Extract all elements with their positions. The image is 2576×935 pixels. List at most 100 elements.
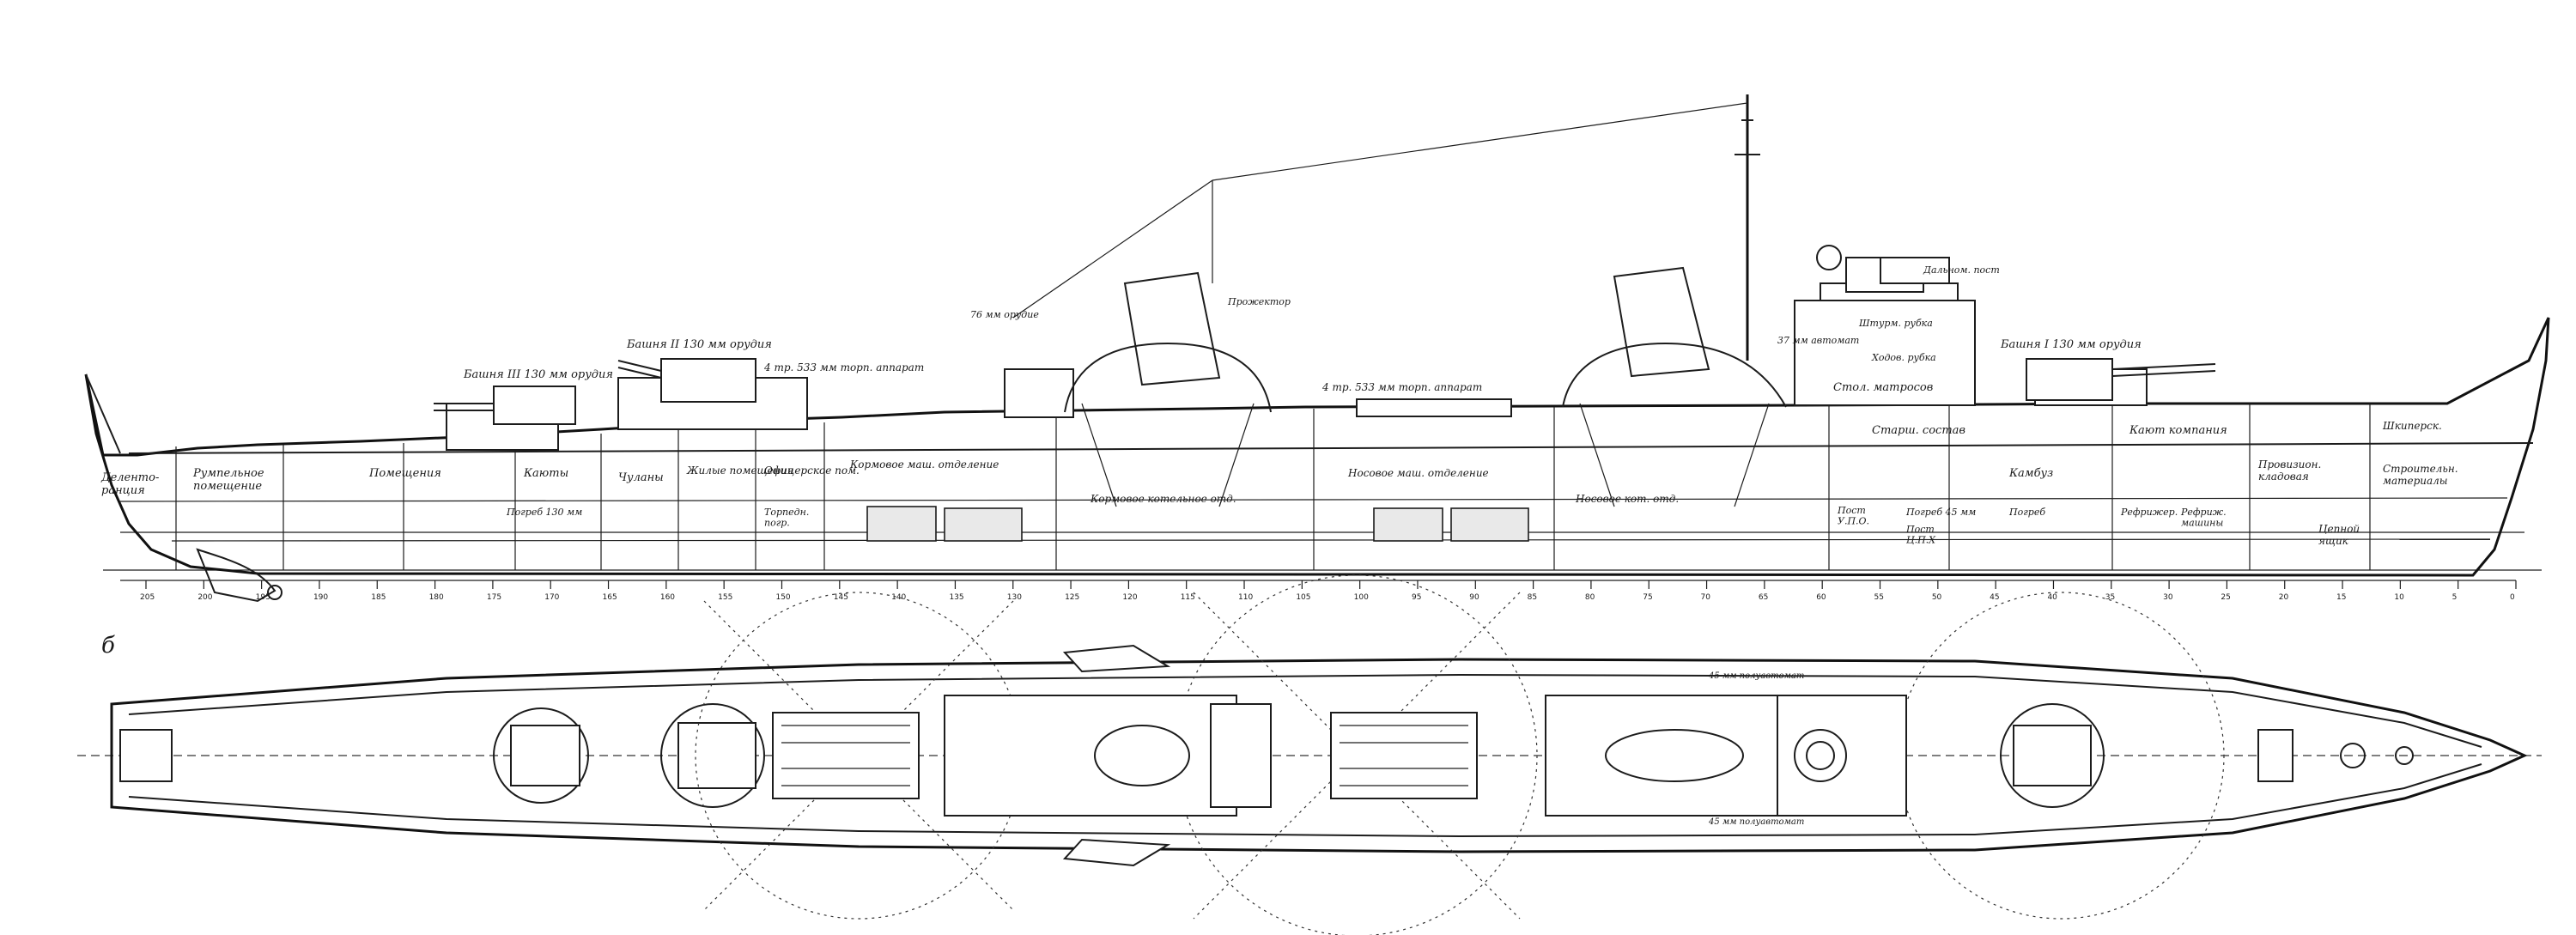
frame-tick-label: 10 xyxy=(2394,593,2404,602)
callout-label: 37 мм автомат xyxy=(1777,335,1859,346)
side-label: Торпедн.погр. xyxy=(764,507,809,529)
callout-label: 4 тр. 533 мм торп. аппарат xyxy=(763,361,924,373)
callout-label: Прожектор xyxy=(1227,296,1291,307)
frame-tick-label: 30 xyxy=(2163,593,2173,602)
callout-label: Штурм. рубка xyxy=(1858,318,1933,329)
frame-tick-label: 145 xyxy=(834,593,848,602)
side-label: Носовое маш. отделение xyxy=(1347,467,1489,479)
frame-tick-label: 195 xyxy=(256,593,270,602)
frame-tick-label: 95 xyxy=(1412,593,1421,602)
frame-tick-label: 150 xyxy=(775,593,790,602)
side-label: Старш. состав xyxy=(1872,424,1965,437)
frame-tick-label: 15 xyxy=(2336,593,2346,602)
callout-label: 4 тр. 533 мм торп. аппарат xyxy=(1321,381,1482,393)
side-label: Носовое кот. отд. xyxy=(1575,493,1679,505)
frame-tick-label: 85 xyxy=(1528,593,1537,602)
frame-tick-label: 35 xyxy=(2105,593,2115,602)
frame-tick-label: 75 xyxy=(1643,593,1652,602)
callout-label: 45 мм полуавтомат xyxy=(1708,817,1804,827)
frame-tick-label: 110 xyxy=(1238,593,1253,602)
callout-label: Дальном. пост xyxy=(1923,264,2000,276)
frame-tick-label: 5 xyxy=(2452,593,2458,602)
frame-tick-label: 0 xyxy=(2510,593,2515,602)
side-label: Строительн.материалы xyxy=(2383,463,2458,487)
frame-tick-label: 55 xyxy=(1874,593,1884,602)
frame-tick-label: 205 xyxy=(140,593,155,602)
side-elevation xyxy=(84,94,2550,603)
side-label: Деленто-ранция xyxy=(100,471,159,497)
frame-tick-label: 60 xyxy=(1816,593,1826,602)
frame-tick-label: 90 xyxy=(1469,593,1479,602)
plan-view: б xyxy=(77,574,2542,935)
antenna-stay xyxy=(1212,102,1748,181)
side-label: Кормовое котельное отд. xyxy=(1090,493,1236,505)
frame-tick-label: 185 xyxy=(371,593,386,602)
side-label: Погреб 130 мм xyxy=(506,507,582,518)
frame-tick-label: 100 xyxy=(1354,593,1369,602)
frame-tick-label: 115 xyxy=(1181,593,1195,602)
frame-tick-label: 200 xyxy=(197,593,212,602)
callout-label: 76 мм орудие xyxy=(970,309,1039,320)
frame-tick-label: 70 xyxy=(1701,593,1711,602)
frame-tick-label: 165 xyxy=(603,593,617,602)
frame-tick-label: 175 xyxy=(487,593,501,602)
callout-label: Башня II 130 мм орудия xyxy=(626,338,772,351)
side-label: Каюты xyxy=(523,467,568,480)
frame-tick-label: 160 xyxy=(660,593,675,602)
callout-label: Башня III 130 мм орудия xyxy=(463,368,613,381)
frame-tick-label: 120 xyxy=(1122,593,1137,602)
view-label: б xyxy=(101,633,115,659)
side-label: Жилые помещения xyxy=(686,464,793,477)
side-label: Погреб xyxy=(2008,507,2045,518)
aft-turret-side xyxy=(434,386,576,425)
deck-outline xyxy=(110,658,2528,853)
frame-tick-label: 135 xyxy=(949,593,963,602)
side-label: Стол. матросов xyxy=(1833,381,1933,394)
side-label: Погреб 45 мм xyxy=(1905,507,1976,518)
side-label: Шкиперск. xyxy=(2382,420,2442,432)
side-label: Камбуз xyxy=(2008,467,2053,480)
frame-tick-label: 40 xyxy=(2047,593,2057,602)
side-view-callouts: Башня II 130 мм орудия Башня III 130 мм … xyxy=(463,264,2142,827)
frame-tick-label: 65 xyxy=(1759,593,1768,602)
side-label: Провизион.кладовая xyxy=(2257,458,2321,483)
callout-label: Башня I 130 мм орудия xyxy=(2000,338,2142,351)
frame-tick-label: 190 xyxy=(313,593,328,602)
side-label: Помещения xyxy=(368,467,441,480)
plan-turrets xyxy=(493,703,2105,808)
frame-tick-label: 45 xyxy=(1990,593,1999,602)
frame-tick-label: 130 xyxy=(1007,593,1022,602)
fore-funnel xyxy=(1613,266,1710,378)
frame-tick-label: 80 xyxy=(1585,593,1595,602)
hull-outline xyxy=(84,317,2550,577)
frame-tick-label: 170 xyxy=(544,593,559,602)
frame-tick-label: 105 xyxy=(1296,593,1310,602)
frame-tick-label: 140 xyxy=(891,593,906,602)
superfiring-turret-side xyxy=(617,358,756,403)
side-label: Рефриж.машины xyxy=(2180,507,2227,529)
frame-tick-label: 155 xyxy=(718,593,732,602)
side-label: Кормовое маш. отделение xyxy=(849,458,999,471)
frame-tick-label: 180 xyxy=(429,593,444,602)
side-label: Кают компания xyxy=(2129,424,2227,437)
aft-funnel xyxy=(1123,271,1221,386)
callout-label: Ходов. рубка xyxy=(1871,352,1936,363)
frame-tick-label: 125 xyxy=(1065,593,1079,602)
torpedo-tubes-aft xyxy=(781,725,910,786)
frame-tick-label: 25 xyxy=(2221,593,2230,602)
side-label: Чуланы xyxy=(618,471,664,484)
forward-turret-side xyxy=(2026,358,2216,401)
bulkheads xyxy=(175,404,2371,570)
side-label: Рефрижер. xyxy=(2120,507,2178,518)
frame-tick-label: 20 xyxy=(2279,593,2289,602)
torpedo-tubes-fwd xyxy=(1340,725,1468,786)
side-label: Офицерское пом. xyxy=(764,464,860,477)
frame-tick-label: 50 xyxy=(1932,593,1942,602)
